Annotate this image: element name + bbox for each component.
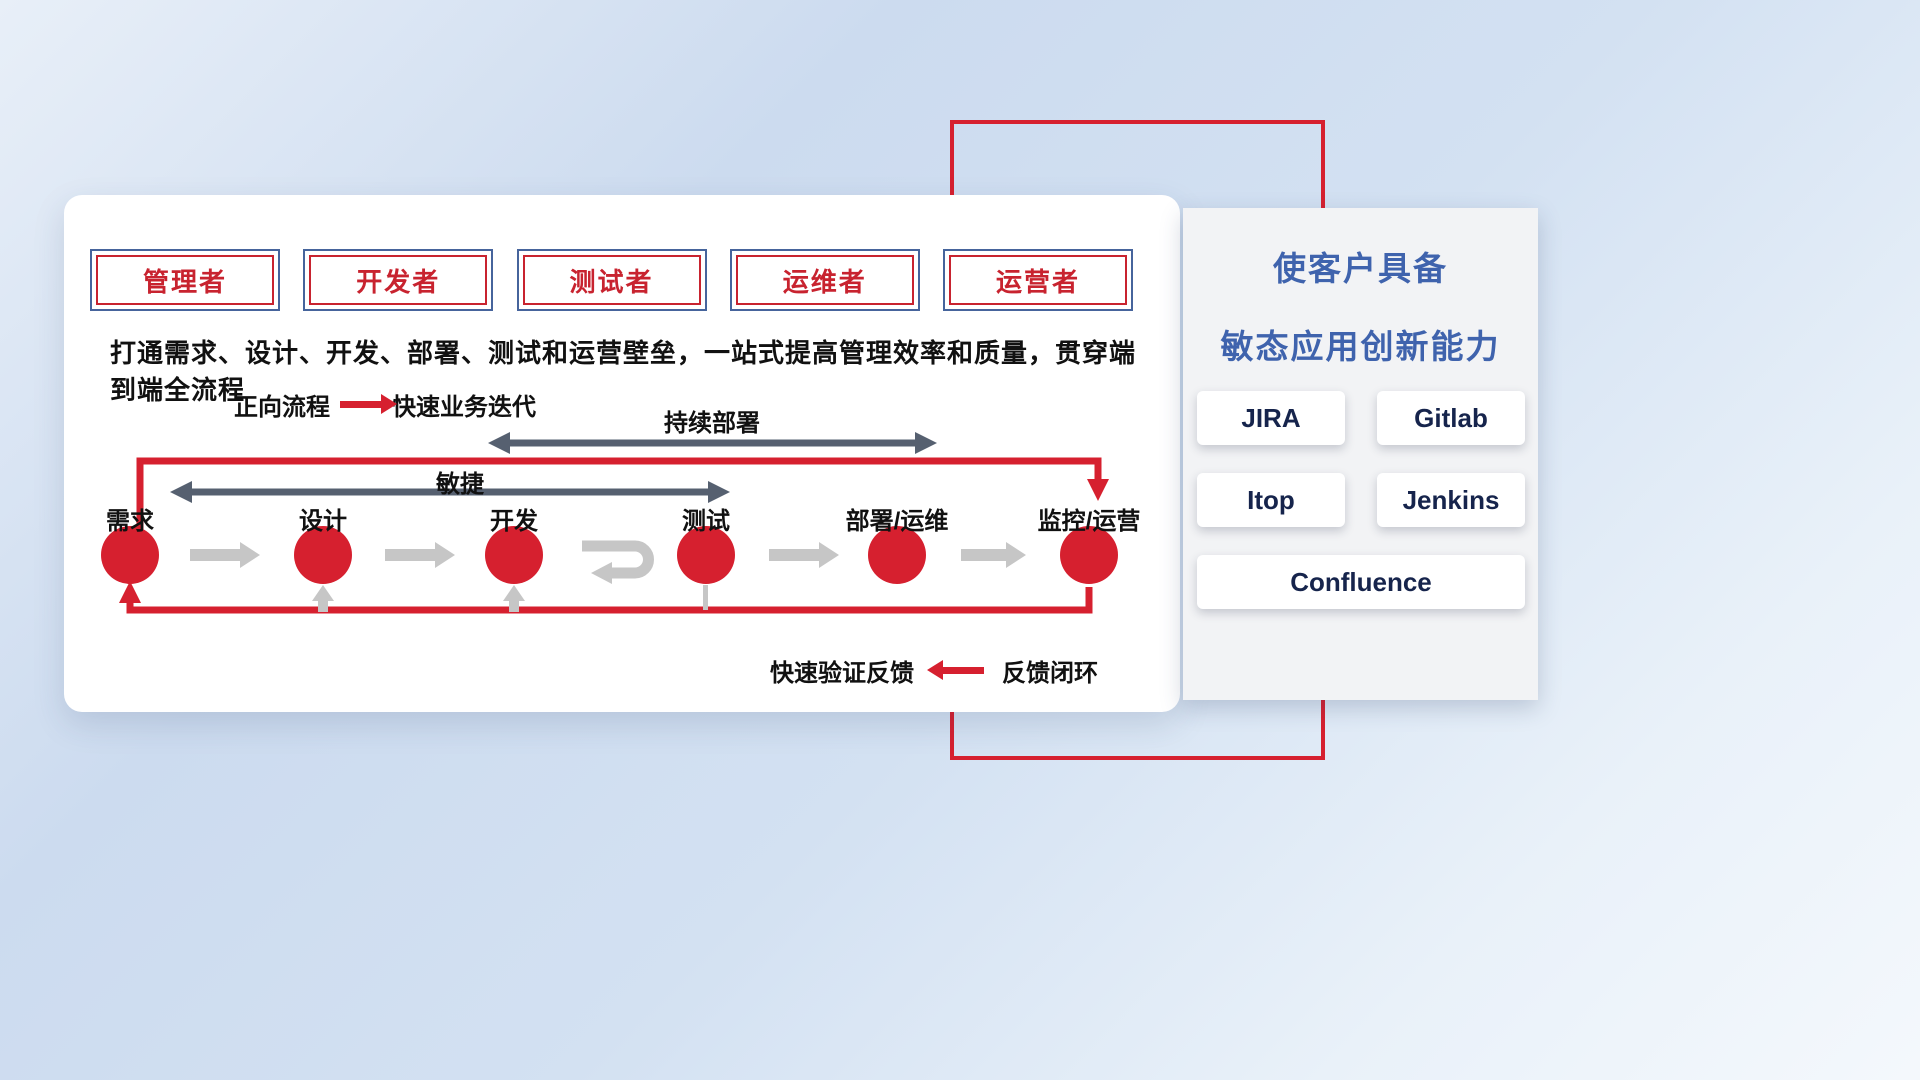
forward-legend: 正向流程 快速业务迭代 — [234, 387, 536, 422]
feedback-legend-text: 快速验证反馈 — [770, 660, 914, 687]
feedback-up-arrows — [312, 585, 708, 612]
tool-chip-itop: Itop — [1197, 473, 1345, 527]
forward-legend-desc: 快速业务迭代 — [392, 394, 536, 421]
feedback-legend: 快速验证反馈 反馈闭环 — [770, 653, 1098, 688]
role-label-ops: 运维者 — [735, 255, 914, 305]
role-label-developer: 开发者 — [309, 255, 488, 305]
feedback-legend-label: 反馈闭环 — [1002, 660, 1098, 687]
continuous-deploy-label: 持续部署 — [664, 410, 760, 437]
role-label-tester: 测试者 — [522, 255, 701, 305]
tool-chip-jira: JIRA — [1197, 391, 1345, 445]
stage-nodes — [101, 526, 1118, 584]
roles-row: 管理者 开发者 测试者 运维者 运营者 — [90, 249, 1133, 311]
node-label-deploy-ops: 部署/运维 — [845, 508, 949, 535]
role-box-operator: 运营者 — [943, 249, 1133, 311]
devops-flow-card: 管理者 开发者 测试者 运维者 运营者 打通需求、设计、开发、部署、测试和运营壁… — [64, 195, 1180, 712]
card-subtitle: 打通需求、设计、开发、部署、测试和运营壁垒，一站式提高管理效率和质量，贯穿端到端… — [110, 338, 1137, 405]
node-label-design: 设计 — [299, 508, 347, 535]
forward-arrow-icon — [340, 394, 397, 414]
tool-chip-confluence: Confluence — [1197, 555, 1525, 609]
forward-legend-label: 正向流程 — [234, 394, 330, 421]
iterate-uturn-arrow — [582, 540, 654, 584]
capability-panel: 使客户具备 敏态应用创新能力 JIRA Gitlab Itop Jenkins … — [1183, 208, 1538, 700]
role-box-developer: 开发者 — [303, 249, 494, 311]
panel-title-line2: 敏态应用创新能力 — [1220, 328, 1501, 365]
panel-title-line1: 使客户具备 — [1273, 250, 1448, 287]
node-label-monitor-ops: 监控/运营 — [1037, 508, 1141, 535]
red-forward-loop — [136, 457, 1109, 529]
agile-label: 敏捷 — [436, 471, 484, 498]
step-arrows — [190, 542, 1026, 568]
role-label-operator: 运营者 — [949, 255, 1127, 305]
role-box-manager: 管理者 — [90, 249, 280, 311]
role-box-ops: 运维者 — [729, 249, 920, 311]
red-feedback-loop — [119, 581, 1093, 614]
tool-chip-gitlab: Gitlab — [1377, 391, 1525, 445]
role-label-manager: 管理者 — [96, 255, 274, 305]
node-label-requirements: 需求 — [106, 508, 154, 535]
role-box-tester: 测试者 — [516, 249, 707, 311]
node-label-develop: 开发 — [490, 508, 538, 535]
node-label-test: 测试 — [682, 508, 730, 535]
tool-chip-jenkins: Jenkins — [1377, 473, 1525, 527]
feedback-arrow-icon — [927, 660, 984, 680]
